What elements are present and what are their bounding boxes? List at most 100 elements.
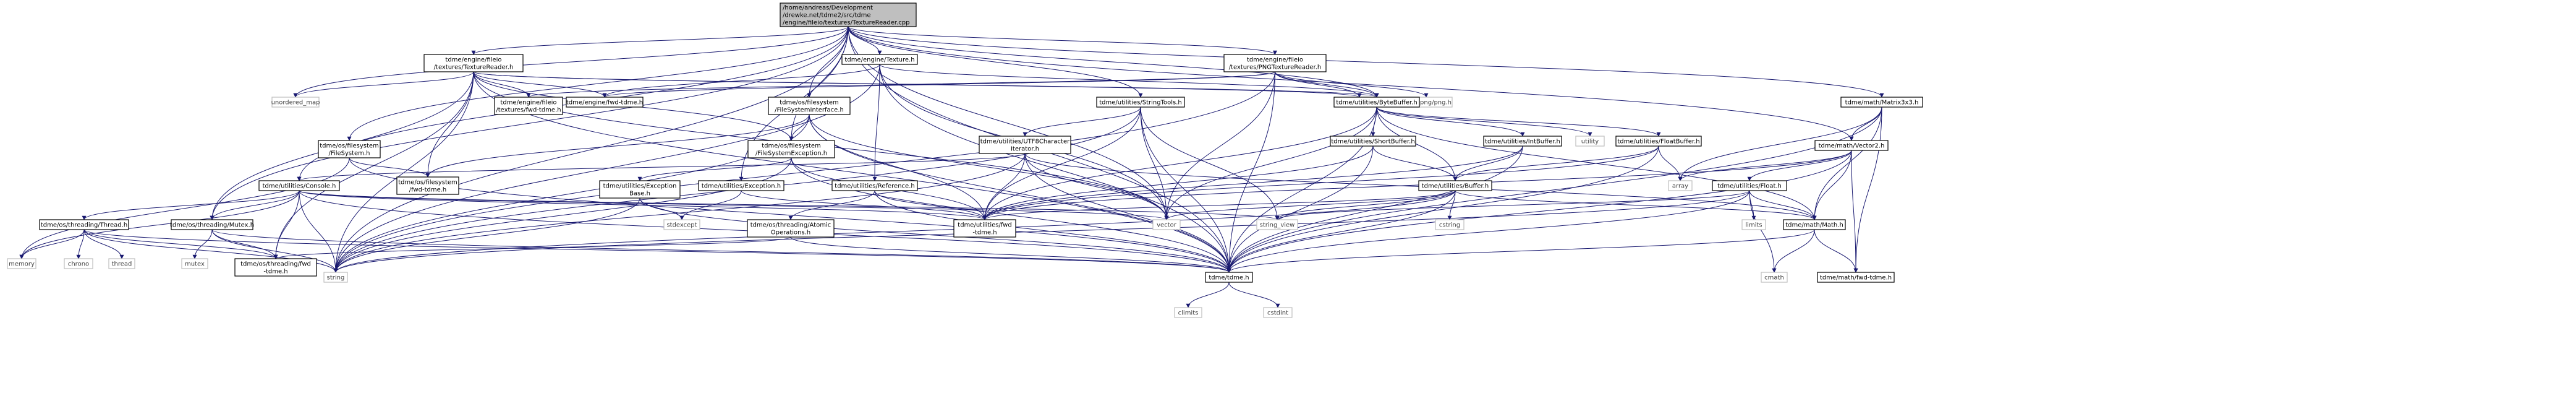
node-eng_fwd[interactable]: tdme/engine/fwd-tdme.h [566,97,644,108]
edge-root-to-png_h [848,26,1277,55]
node-reference_h[interactable]: tdme/utilities/Reference.h [831,180,918,191]
edge-fsi_h-to-util_fwd [809,114,987,220]
edge-mutex_h-to-mutex [192,229,213,259]
edge-fs_h-to-fs_fwd [349,157,430,178]
node-label-math_h: tdme/math/Math.h [1785,222,1843,229]
node-root[interactable]: /home/andreas/Development/drewke.net/tdm… [780,2,917,27]
node-cstdint: cstdint [1263,307,1293,318]
node-png_h[interactable]: tdme/engine/fileio/textures/PNGTextureRe… [1223,54,1327,72]
node-float_h[interactable]: tdme/utilities/Float.h [1712,180,1787,191]
node-fio_fwd[interactable]: tdme/engine/fileio/textures/fwd-tdme.h [494,97,563,115]
node-box-fio_fwd [494,97,563,115]
node-box-string_view [1256,219,1298,230]
node-console_h[interactable]: tdme/utilities/Console.h [258,180,340,191]
edge-exception_h-to-stdexcept [679,190,742,220]
edge-buffer_h-to-math_h [1455,190,1817,220]
node-vector: vector [1152,219,1181,230]
node-label-fs_fwd: /fwd-tdme.h [409,187,447,194]
edge-bytebuf_h-to-intbuf_h [1376,106,1525,137]
node-fs_h[interactable]: tdme/os/filesystem/FileSystem.h [318,140,381,158]
edge-strtools_h-to-tdme_h [1140,106,1231,273]
node-utility: utility [1575,136,1605,147]
node-label-cmath: cmath [1764,275,1784,282]
node-label-fsi_h: tdme/os/filesystem [780,100,839,106]
node-tdme_h[interactable]: tdme/tdme.h [1205,272,1253,283]
node-strtools_h[interactable]: tdme/utilities/StringTools.h [1096,97,1185,108]
node-fs_fwd[interactable]: tdme/os/filesystem/fwd-tdme.h [396,176,459,195]
edge-fs_h-to-memory [19,157,350,259]
node-label-vec2_h: tdme/math/Vector2.h [1819,143,1885,150]
edge-console_h-to-thread_h [82,190,300,220]
edge-vec2_h-to-tdme_h [1226,150,1852,273]
node-label-matrix3_h: tdme/math/Matrix3x3.h [1845,100,1919,106]
edge-mutex_h-to-thr_fwd [211,229,278,259]
node-box-array [1668,180,1693,191]
edge-strtools_h-to-vector [1140,106,1169,220]
node-util_fwd[interactable]: tdme/utilities/fwd-tdme.h [953,219,1016,238]
node-floatbuf_h[interactable]: tdme/utilities/FloatBuffer.h [1615,136,1702,147]
node-box-thr_fwd [234,258,317,277]
node-label-tdme_h: tdme/tdme.h [1209,275,1249,282]
node-label-png_h: tdme/engine/fileio [1247,57,1303,64]
edge-strtools_h-to-utf8_h [1022,106,1141,137]
edge-utf8_h-to-util_fwd [982,153,1026,220]
edge-exbase_h-to-tdme_h [639,197,1231,273]
node-box-fsex_h [747,140,835,158]
node-label-limits: limits [1745,222,1762,229]
edge-matrix3_h-to-math_fwd [1853,106,1882,273]
edge-root-to-vec2_h [848,26,1854,141]
node-box-float_h [1712,180,1787,191]
edge-buffer_h-to-tdme_h [1226,190,1456,273]
node-label-eng_fwd: tdme/engine/fwd-tdme.h [566,100,643,106]
node-label-exbase_h: tdme/utilities/Exception [603,183,677,190]
node-box-bytebuf_h [1333,97,1420,108]
node-fsex_h[interactable]: tdme/os/filesystem/FileSystemException.h [747,140,835,158]
edge-vec2_h-to-util_fwd [982,150,1852,220]
node-math_fwd[interactable]: tdme/math/fwd-tdme.h [1817,272,1895,283]
edge-matrix3_h-to-vec2_h [1849,106,1882,141]
node-matrix3_h[interactable]: tdme/math/Matrix3x3.h [1840,97,1923,108]
node-exception_h[interactable]: tdme/utilities/Exception.h [698,180,784,191]
node-box-vector [1152,219,1181,230]
node-intbuf_h[interactable]: tdme/utilities/IntBuffer.h [1483,136,1562,147]
node-chrono: chrono [64,258,93,269]
node-limits: limits [1741,219,1766,230]
node-bytebuf_h[interactable]: tdme/utilities/ByteBuffer.h [1333,97,1420,108]
node-box-cstdint [1263,307,1293,318]
edge-fsex_h-to-string [333,157,792,273]
node-fsi_h[interactable]: tdme/os/filesystem/FileSystemInterface.h [768,97,851,115]
node-texreader_h[interactable]: tdme/engine/fileio/textures/TextureReade… [423,54,524,72]
node-box-cstring [1435,219,1464,230]
edge-console_h-to-mutex_h [210,190,300,220]
node-texture_h[interactable]: tdme/engine/Texture.h [841,54,918,65]
node-math_h[interactable]: tdme/math/Math.h [1783,219,1846,230]
node-box-matrix3_h [1840,97,1923,108]
edge-fsi_h-to-fs_fwd [425,114,810,178]
node-label-thr_fwd: tdme/os/threading/fwd [240,261,311,268]
node-shortbuf_h[interactable]: tdme/utilities/ShortBuffer.h [1330,136,1416,147]
node-thr_fwd[interactable]: tdme/os/threading/fwd-tdme.h [234,258,317,277]
edge-fs_h-to-tdme_h [349,157,1231,273]
node-vec2_h[interactable]: tdme/math/Vector2.h [1814,140,1889,151]
edge-fsi_h-to-vector [809,114,1169,220]
node-mutex_h[interactable]: tdme/os/threading/Mutex.h [170,219,254,230]
node-label-root: /engine/fileio/textures/TextureReader.cp… [783,20,910,27]
edge-console_h-to-string [299,190,338,273]
node-buffer_h[interactable]: tdme/utilities/Buffer.h [1418,180,1492,191]
edge-texture_h-to-reference_h [872,64,880,181]
node-thread_h[interactable]: tdme/os/threading/Thread.h [39,219,129,230]
edge-fsi_h-to-fsex_h [789,114,810,141]
edge-shortbuf_h-to-tdme_h [1226,145,1374,273]
node-box-atomic_h [747,219,835,238]
edge-texreader_h-to-eng_fwd [473,71,607,98]
node-box-buffer_h [1418,180,1492,191]
edge-root-to-string [333,26,849,273]
node-label-fio_fwd: /textures/fwd-tdme.h [496,107,561,114]
node-box-console_h [258,180,340,191]
node-label-atomic_h: tdme/os/threading/Atomic [750,222,831,229]
edge-texture_h-to-tdme_h [879,64,1231,273]
node-box-root [780,2,917,27]
